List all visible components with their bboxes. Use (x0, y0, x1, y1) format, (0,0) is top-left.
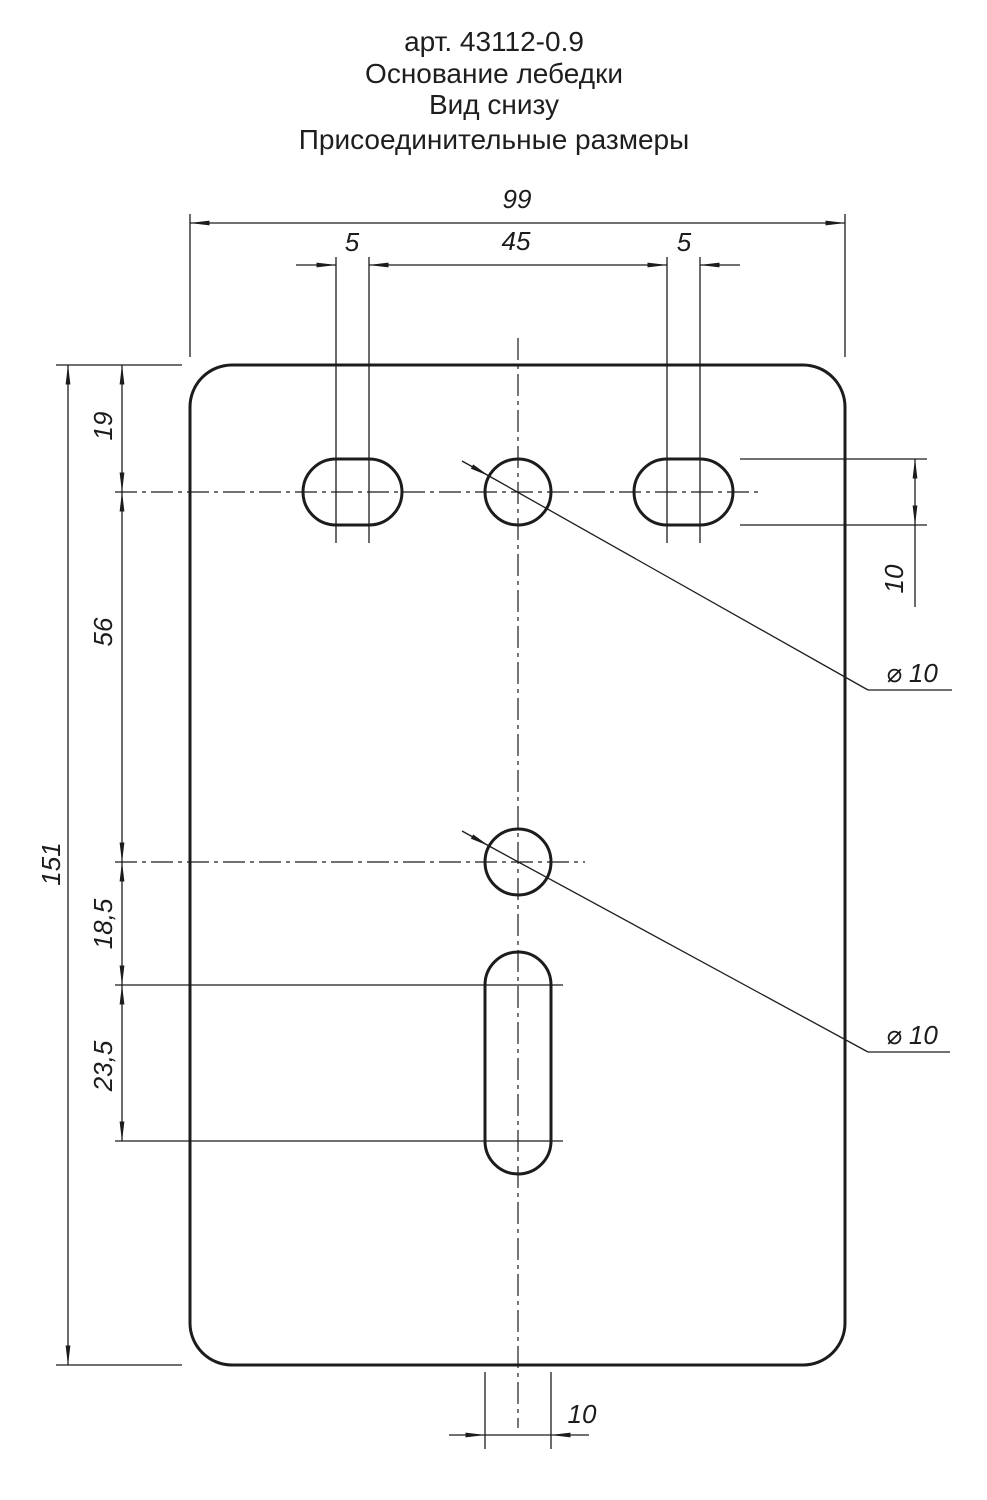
leader-dia-top-hole: ⌀ 10 (461, 460, 952, 691)
leader-arrow (461, 830, 490, 847)
dim-label-23-5: 23,5 (88, 1040, 118, 1092)
title-block: арт. 43112-0.9 Основание лебедки Вид сни… (299, 26, 689, 155)
article-number: арт. 43112-0.9 (404, 26, 584, 57)
subtitle-label: Присоединительные размеры (299, 124, 689, 155)
dim-hole-spacing-row: 5 45 5 (296, 226, 740, 268)
dim-left-column: 151 19 56 18,5 23,5 (36, 364, 182, 1366)
leader-arrow (461, 460, 490, 477)
dim-label-99: 99 (503, 184, 532, 214)
dim-bottom-slot-width: 10 (449, 1372, 597, 1449)
dim-label-5-right: 5 (677, 227, 692, 257)
leader-line (488, 475, 869, 691)
view-label: Вид снизу (429, 89, 559, 120)
dim-label-19: 19 (88, 412, 118, 441)
leader-dia-middle-hole: ⌀ 10 (461, 830, 950, 1053)
dim-label-151: 151 (36, 842, 66, 885)
dim-right-slot-height: 10 (740, 458, 927, 607)
dim-label-18-5: 18,5 (88, 898, 118, 949)
part-name: Основание лебедки (365, 58, 623, 89)
dim-label-45: 45 (502, 226, 531, 256)
dim-label-10-bottom: 10 (568, 1399, 597, 1429)
dim-label-5-left: 5 (345, 227, 360, 257)
leader-line (488, 845, 869, 1053)
dim-overall-width: 99 (189, 184, 846, 357)
dim-label-56: 56 (88, 617, 118, 646)
dim-label-10-right: 10 (879, 564, 909, 593)
dim-label-dia10-middle: ⌀ 10 (886, 1020, 938, 1050)
center-lines (115, 257, 762, 1428)
dim-label-dia10-top: ⌀ 10 (886, 658, 938, 688)
